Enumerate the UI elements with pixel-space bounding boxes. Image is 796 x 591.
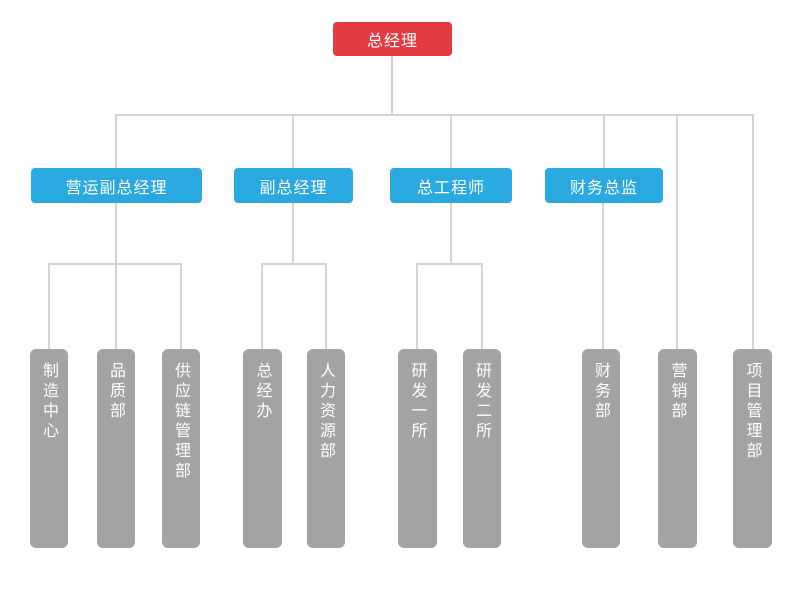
org-node-label: 项目管理部	[743, 362, 763, 462]
org-node-label: 总经理	[366, 31, 418, 50]
org-node-marketing-dept: 营销部	[658, 349, 697, 548]
connector-drop-dept-6	[481, 264, 483, 349]
org-node-hr-dept: 人力资源部	[307, 349, 345, 548]
org-node-operations-deputy-gm: 营运副总经理	[31, 168, 202, 203]
org-node-general-manager: 总经理	[333, 22, 452, 56]
org-node-label: 制造中心	[40, 362, 59, 442]
org-node-label: 副总经理	[259, 177, 328, 197]
org-node-label: 总经办	[253, 362, 273, 422]
org-node-label: 人力资源部	[317, 362, 336, 462]
org-node-deputy-gm: 副总经理	[234, 168, 353, 203]
connector-drop-dept-8	[676, 115, 678, 349]
org-node-project-management-dept: 项目管理部	[733, 349, 772, 548]
connector-manager-3-stem	[602, 203, 604, 349]
org-node-label: 总工程师	[416, 177, 485, 197]
connector-drop-manager-0	[115, 115, 117, 168]
connector-manager-1-horizontal	[261, 263, 327, 265]
org-node-label: 财务部	[592, 362, 611, 422]
connector-manager-2-horizontal	[416, 263, 483, 265]
org-node-finance-dept: 财务部	[582, 349, 620, 548]
org-node-rd-institute-2: 研发二所	[463, 349, 501, 548]
org-node-rd-institute-1: 研发一所	[398, 349, 437, 548]
org-node-supply-chain-dept: 供应链管理部	[162, 349, 200, 548]
connector-drop-dept-3	[261, 264, 263, 349]
connector-manager-1-stem	[292, 203, 294, 265]
connector-drop-manager-3	[603, 115, 605, 168]
org-node-quality-dept: 品质部	[97, 349, 135, 548]
org-node-label: 品质部	[107, 362, 126, 422]
connector-drop-dept-9	[752, 115, 754, 349]
org-node-label: 营销部	[668, 362, 688, 422]
connector-manager-2-stem	[450, 203, 452, 265]
org-node-finance-director: 财务总监	[545, 168, 663, 203]
connector-drop-dept-0	[48, 264, 50, 349]
connector-top-horizontal	[115, 114, 754, 116]
connector-manager-0-stem	[115, 203, 117, 265]
connector-drop-dept-1	[115, 264, 117, 349]
connector-drop-dept-4	[325, 264, 327, 349]
connector-drop-manager-2	[450, 115, 452, 168]
org-node-gm-office: 总经办	[243, 349, 282, 548]
org-node-manufacturing-center: 制造中心	[30, 349, 68, 548]
org-node-label: 研发一所	[408, 362, 428, 442]
connector-drop-manager-1	[292, 115, 294, 168]
org-node-chief-engineer: 总工程师	[390, 168, 512, 203]
org-node-label: 供应链管理部	[172, 362, 191, 482]
org-node-label: 研发二所	[473, 362, 492, 442]
connector-root-stem	[391, 56, 393, 115]
connector-drop-dept-2	[180, 264, 182, 349]
connector-drop-dept-5	[416, 264, 418, 349]
org-node-label: 财务总监	[569, 177, 638, 197]
org-node-label: 营运副总经理	[65, 177, 168, 197]
